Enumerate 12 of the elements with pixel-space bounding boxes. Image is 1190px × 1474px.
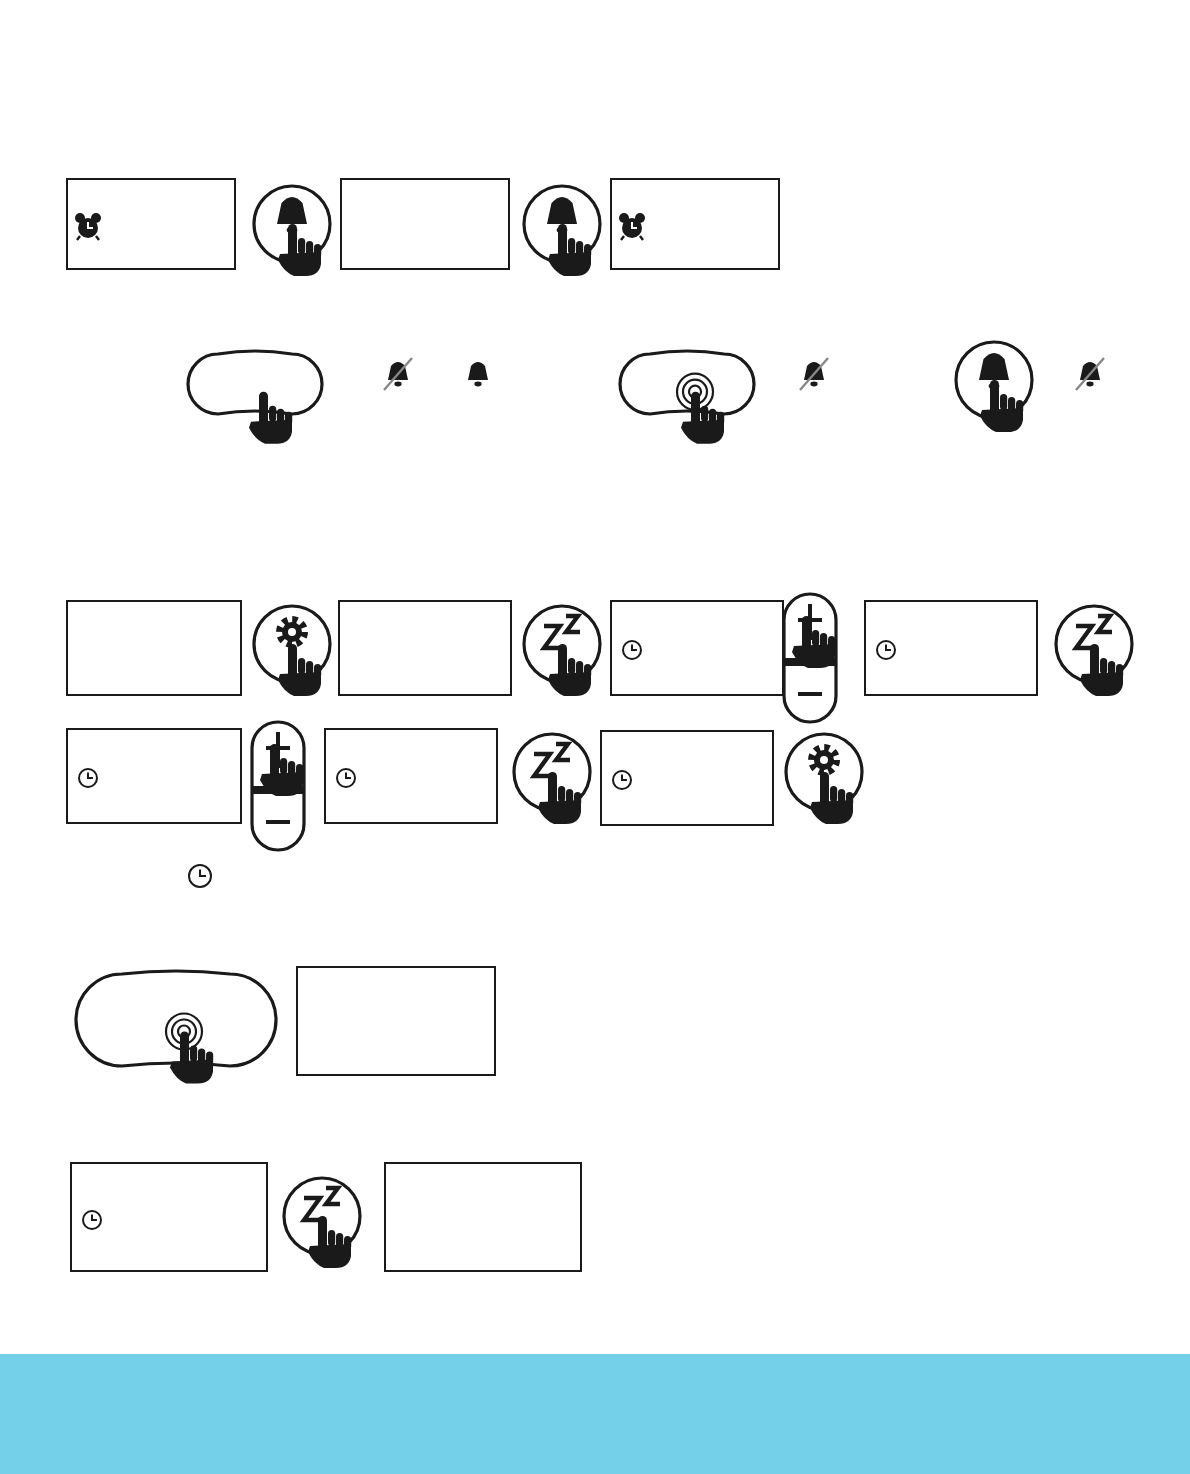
- display-screen: [66, 178, 236, 270]
- display-screen: [864, 600, 1038, 696]
- display-screen: [610, 178, 780, 270]
- display-screen: [66, 728, 242, 824]
- display-screen: [384, 1162, 582, 1272]
- display-screen: [600, 730, 774, 826]
- display-screen: [338, 600, 512, 696]
- display-screen: [324, 728, 498, 824]
- display-screen: [340, 178, 510, 270]
- display-screen: [66, 600, 242, 696]
- display-screen: [70, 1162, 268, 1272]
- display-screen: [296, 966, 496, 1076]
